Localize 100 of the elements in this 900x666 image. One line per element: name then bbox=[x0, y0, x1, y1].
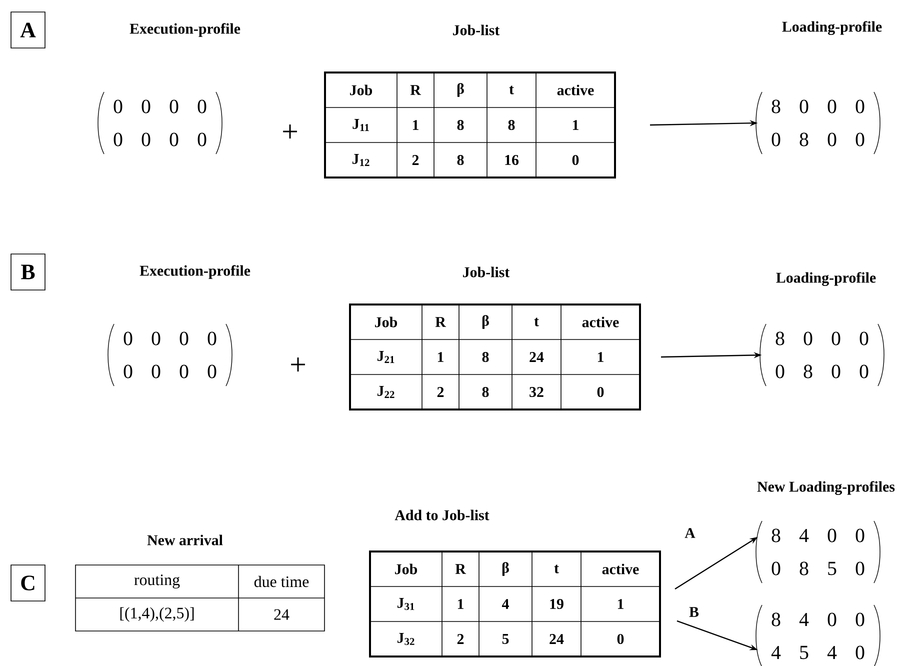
heading: Add to Job-list bbox=[394, 510, 490, 520]
table-cell: t bbox=[509, 86, 514, 94]
matrix-entry: 0 bbox=[208, 332, 216, 346]
table-cell: 1 bbox=[412, 120, 418, 130]
matrix-entry: 0 bbox=[832, 364, 840, 378]
edge-label: B bbox=[689, 607, 699, 617]
matrix-entry: 0 bbox=[828, 100, 836, 114]
table-cell: R bbox=[435, 317, 446, 327]
matrix-entry: 0 bbox=[832, 332, 840, 346]
table-cell: t bbox=[554, 564, 559, 574]
matrix-entry: 0 bbox=[828, 132, 836, 146]
heading: Loading-profile bbox=[776, 272, 876, 286]
table-cell: R bbox=[410, 85, 422, 95]
table-cell: active bbox=[582, 316, 619, 328]
matrix-entry: 0 bbox=[828, 528, 836, 542]
heading: Execution-profile bbox=[130, 23, 240, 37]
table-cell: 0 bbox=[617, 634, 624, 644]
table-cell: 1 bbox=[618, 599, 624, 609]
panel-label: A bbox=[10, 12, 46, 48]
matrix-entry: 0 bbox=[804, 332, 812, 346]
table-cell: Job bbox=[395, 564, 418, 574]
table-cell: 2 bbox=[437, 387, 444, 397]
table-cell: J$_{31}$ bbox=[397, 598, 414, 610]
table-cell: 1 bbox=[572, 120, 578, 130]
matrix-entry: 0 bbox=[124, 332, 132, 346]
heading: New Loading-profiles bbox=[757, 481, 895, 495]
matrix-entry: 0 bbox=[828, 612, 836, 626]
matrix-entry: 0 bbox=[860, 364, 868, 378]
matrix-entry: 4 bbox=[771, 646, 781, 660]
matrix-entry: 0 bbox=[198, 132, 206, 146]
table-cell: 1 bbox=[458, 599, 464, 609]
matrix-entry: 0 bbox=[114, 132, 122, 146]
table-cell: 8 bbox=[508, 120, 515, 130]
table-cell: 1 bbox=[438, 352, 444, 362]
table-cell: 24 bbox=[550, 634, 564, 644]
matrix-entry: 8 bbox=[804, 364, 812, 378]
matrix-entry: 4 bbox=[799, 528, 809, 542]
matrix-entry: 0 bbox=[856, 100, 864, 114]
panel-label: B bbox=[10, 254, 46, 290]
table-cell: 2 bbox=[412, 155, 419, 165]
table-cell: 8 bbox=[482, 386, 489, 398]
matrix-entry: 4 bbox=[799, 612, 809, 626]
table-cell: 24 bbox=[274, 609, 290, 620]
table-cell: β bbox=[482, 315, 489, 329]
matrix-entry: 0 bbox=[142, 132, 150, 146]
table-cell: J$_{12}$ bbox=[352, 154, 370, 166]
table-cell: 8 bbox=[457, 154, 464, 166]
table-cell: active bbox=[602, 564, 639, 574]
matrix-entry: 0 bbox=[856, 612, 864, 626]
table-cell: 8 bbox=[457, 120, 464, 130]
matrix-entry: 5 bbox=[800, 646, 808, 660]
table-cell: 8 bbox=[482, 352, 489, 362]
table-cell: due time bbox=[254, 576, 309, 588]
table-cell: β bbox=[502, 562, 509, 576]
edge-label: A bbox=[684, 528, 696, 538]
table-cell: routing bbox=[134, 574, 180, 588]
matrix-entry: 0 bbox=[180, 332, 188, 346]
heading: Job-list bbox=[453, 24, 500, 36]
table-cell: 32 bbox=[530, 386, 544, 397]
plus-sign: + bbox=[283, 124, 297, 138]
table-cell: J$_{21}$ bbox=[377, 351, 394, 363]
matrix-entry: 0 bbox=[142, 100, 150, 114]
table-cell: β bbox=[457, 83, 464, 97]
matrix-entry: 0 bbox=[114, 100, 122, 114]
matrix-entry: 0 bbox=[856, 528, 864, 542]
matrix-entry: 0 bbox=[198, 100, 206, 114]
heading: Job-list bbox=[463, 266, 510, 278]
plus-sign: + bbox=[291, 358, 305, 372]
matrix-entry: 8 bbox=[800, 132, 808, 146]
table-cell: [(1,4),(2,5)] bbox=[120, 607, 194, 622]
matrix-entry: 8 bbox=[772, 612, 780, 626]
matrix-entry: 0 bbox=[800, 100, 808, 114]
matrix-entry: 0 bbox=[170, 100, 178, 114]
matrix-entry: 0 bbox=[772, 132, 780, 146]
table-cell: 5 bbox=[502, 634, 509, 644]
table-cell: J$_{22}$ bbox=[377, 386, 394, 398]
table-cell: 1 bbox=[598, 352, 604, 362]
table-cell: J$_{32}$ bbox=[397, 632, 414, 646]
table-cell: Job bbox=[375, 316, 398, 328]
table-cell: active bbox=[557, 84, 594, 96]
matrix-entry: 0 bbox=[856, 132, 864, 146]
matrix-entry: 4 bbox=[827, 646, 837, 660]
table-cell: 0 bbox=[572, 154, 579, 166]
heading: Loading-profile bbox=[782, 21, 882, 35]
heading: New arrival bbox=[147, 534, 223, 546]
matrix-entry: 0 bbox=[152, 332, 160, 346]
table-cell: J$_{11}$ bbox=[352, 119, 369, 131]
matrix-entry: 0 bbox=[124, 364, 132, 378]
matrix-entry: 0 bbox=[856, 562, 864, 576]
matrix-entry: 5 bbox=[828, 562, 836, 576]
matrix-entry: 8 bbox=[800, 562, 808, 576]
matrix-entry: 0 bbox=[856, 646, 864, 660]
matrix-entry: 8 bbox=[772, 528, 780, 542]
matrix-entry: 0 bbox=[772, 562, 780, 576]
table-cell: 24 bbox=[530, 352, 544, 362]
table-cell: 0 bbox=[597, 386, 604, 398]
matrix-entry: 0 bbox=[208, 364, 216, 378]
heading: Execution-profile bbox=[140, 265, 250, 279]
table-cell: Job bbox=[350, 84, 372, 96]
table-cell: 16 bbox=[505, 154, 519, 165]
